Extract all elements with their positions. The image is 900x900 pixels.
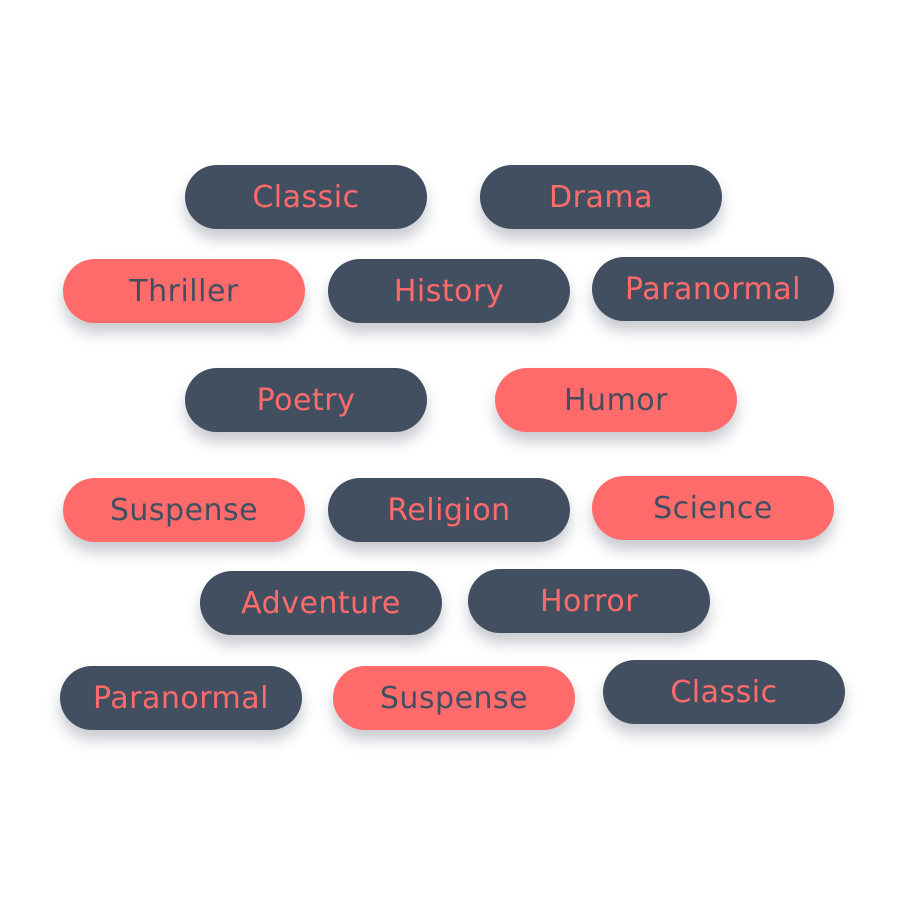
tag-poetry[interactable]: Poetry — [185, 368, 427, 432]
tag-paranormal-2[interactable]: Paranormal — [60, 666, 302, 730]
tag-paranormal[interactable]: Paranormal — [592, 257, 834, 321]
tag-history[interactable]: History — [328, 259, 570, 323]
tag-science[interactable]: Science — [592, 476, 834, 540]
tag-suspense-2[interactable]: Suspense — [333, 666, 575, 730]
tag-drama[interactable]: Drama — [480, 165, 722, 229]
tag-suspense[interactable]: Suspense — [63, 478, 305, 542]
tag-adventure[interactable]: Adventure — [200, 571, 442, 635]
tag-classic[interactable]: Classic — [185, 165, 427, 229]
tag-humor[interactable]: Humor — [495, 368, 737, 432]
tag-classic-2[interactable]: Classic — [603, 660, 845, 724]
tag-horror[interactable]: Horror — [468, 569, 710, 633]
tag-thriller[interactable]: Thriller — [63, 259, 305, 323]
tag-religion[interactable]: Religion — [328, 478, 570, 542]
